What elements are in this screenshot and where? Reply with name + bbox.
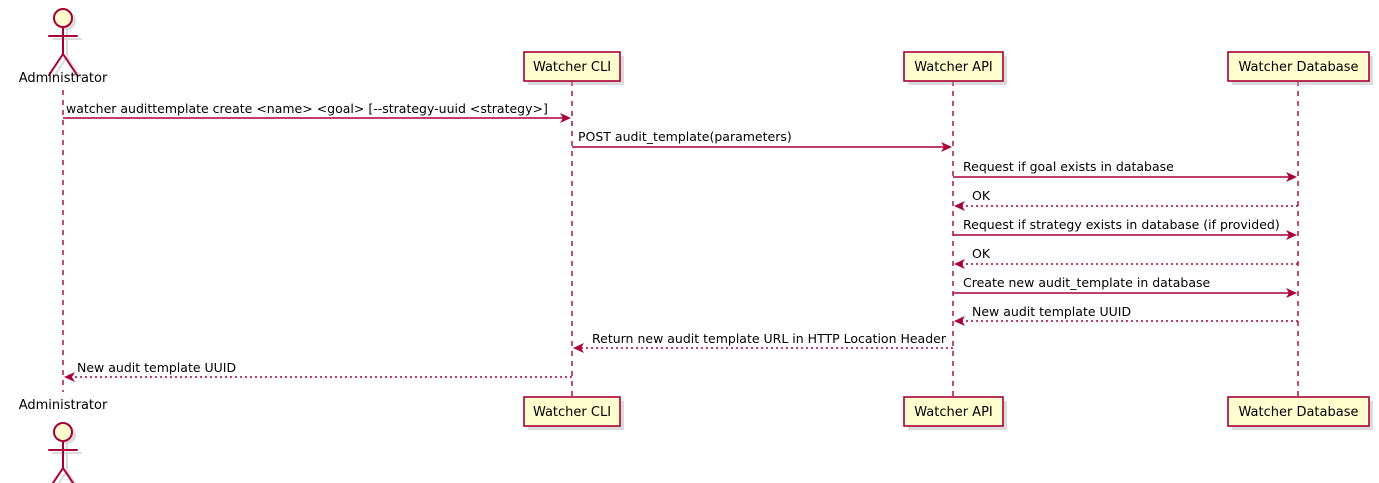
message-arrowhead-3 xyxy=(1286,172,1297,182)
participant-box-watcher-cli-top[interactable]: Watcher CLI xyxy=(523,51,624,85)
participant-box-watcher-database-top[interactable]: Watcher Database xyxy=(1227,51,1373,85)
message-label-1: watcher audittemplate create <name> <goa… xyxy=(66,101,548,116)
message-arrowhead-5 xyxy=(1286,230,1297,240)
messages-group: watcher audittemplate create <name> <goa… xyxy=(63,101,1298,382)
actor-body-shadow xyxy=(52,443,82,483)
box-fill xyxy=(1227,396,1370,427)
actor-head-icon xyxy=(53,8,73,28)
box-fill xyxy=(523,396,621,427)
participant-box-watcher-database-bottom[interactable]: Watcher Database xyxy=(1227,396,1373,430)
message-label-3: Request if goal exists in database xyxy=(963,159,1174,174)
actor-body-icon xyxy=(48,26,78,76)
participant-label-watcher-cli: Watcher CLI xyxy=(533,405,611,420)
message-label-10: New audit template UUID xyxy=(77,360,236,375)
message-arrowhead-7 xyxy=(1286,288,1297,298)
message-arrowhead-2 xyxy=(941,142,952,152)
actor-label-administrator-bottom: Administrator xyxy=(19,398,108,413)
message-2[interactable]: POST audit_template(parameters) xyxy=(572,129,952,152)
actor-body-icon xyxy=(48,440,78,483)
participant-label-watcher-api: Watcher API xyxy=(914,60,993,75)
actor-figure-administrator-bottom[interactable]: Administrator xyxy=(19,398,108,483)
participant-box-watcher-api-top[interactable]: Watcher API xyxy=(903,51,1007,85)
message-arrowhead-1 xyxy=(560,113,571,123)
participant-boxes-top: Watcher CLI Watcher API Watcher Database xyxy=(523,51,1373,85)
participant-box-watcher-cli-bottom[interactable]: Watcher CLI xyxy=(523,396,624,430)
box-fill xyxy=(1227,51,1370,82)
message-8[interactable]: New audit template UUID xyxy=(954,304,1298,326)
actor-head-icon xyxy=(53,422,73,442)
message-label-7: Create new audit_template in database xyxy=(963,275,1210,290)
participant-label-watcher-cli: Watcher CLI xyxy=(533,60,611,75)
message-label-9: Return new audit template URL in HTTP Lo… xyxy=(592,331,947,346)
message-10[interactable]: New audit template UUID xyxy=(64,360,572,382)
message-9[interactable]: Return new audit template URL in HTTP Lo… xyxy=(573,331,953,353)
message-arrowhead-8 xyxy=(954,316,965,326)
actor-label-administrator-top: Administrator xyxy=(19,71,108,86)
message-7[interactable]: Create new audit_template in database xyxy=(953,275,1297,298)
participant-box-watcher-api-bottom[interactable]: Watcher API xyxy=(903,396,1007,430)
lifelines-group xyxy=(62,81,1299,397)
message-arrowhead-9 xyxy=(573,343,584,353)
participant-label-watcher-database: Watcher Database xyxy=(1239,405,1359,420)
actor-body-shadow xyxy=(52,29,82,79)
message-label-6: OK xyxy=(972,246,991,261)
message-1[interactable]: watcher audittemplate create <name> <goa… xyxy=(63,101,571,123)
message-arrowhead-4 xyxy=(954,201,965,211)
message-5[interactable]: Request if strategy exists in database (… xyxy=(953,217,1297,240)
box-fill xyxy=(903,396,1004,427)
message-label-5: Request if strategy exists in database (… xyxy=(963,217,1280,232)
box-fill xyxy=(523,51,621,82)
box-fill xyxy=(903,51,1004,82)
message-4[interactable]: OK xyxy=(954,188,1298,211)
message-label-2: POST audit_template(parameters) xyxy=(578,129,792,144)
message-arrowhead-10 xyxy=(64,372,75,382)
actor-figure-administrator-top[interactable]: Administrator xyxy=(19,8,108,86)
message-arrowhead-6 xyxy=(954,259,965,269)
message-3[interactable]: Request if goal exists in database xyxy=(953,159,1297,182)
message-6[interactable]: OK xyxy=(954,246,1298,269)
message-label-4: OK xyxy=(972,188,991,203)
participant-label-watcher-database: Watcher Database xyxy=(1239,60,1359,75)
message-label-8: New audit template UUID xyxy=(972,304,1131,319)
participant-boxes-bottom: Watcher CLI Watcher API Watcher Database xyxy=(523,396,1373,430)
participant-label-watcher-api: Watcher API xyxy=(914,405,993,420)
